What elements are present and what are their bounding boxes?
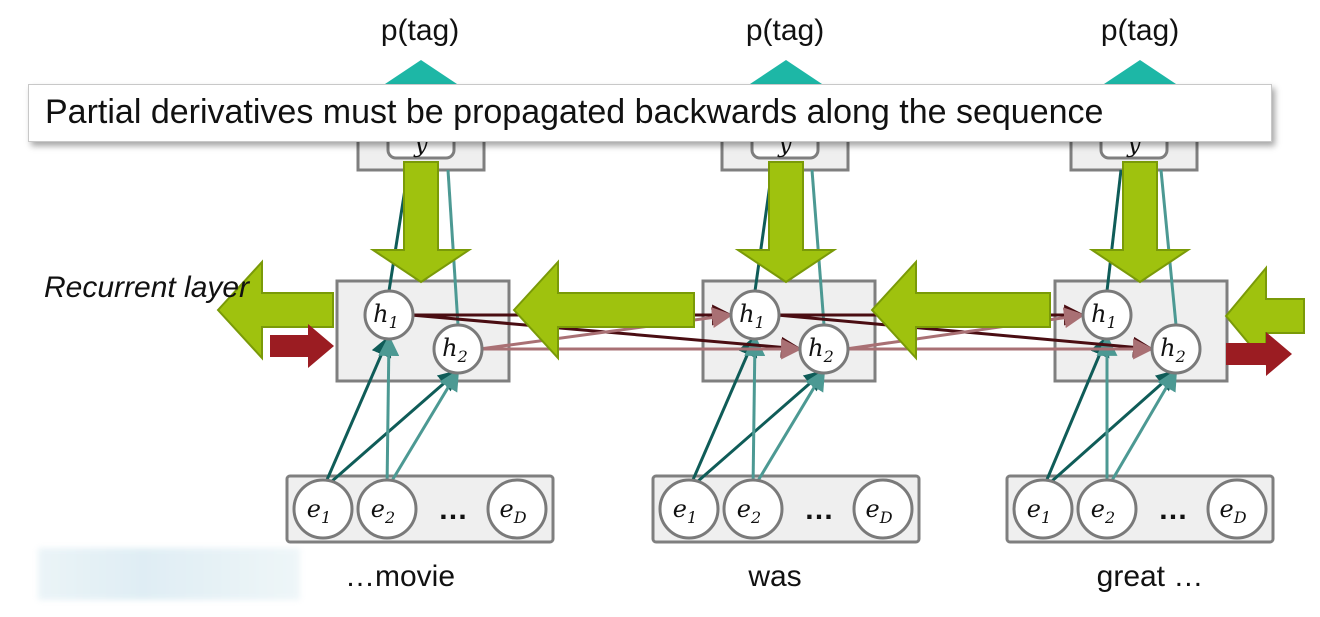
output-edge-h2-3 <box>1159 169 1178 326</box>
output-edge-h2-2 <box>810 169 826 326</box>
embedding-node-e2-3 <box>1076 478 1138 540</box>
embedding-box-3 <box>1005 474 1275 544</box>
embedding-node-label-e1-3-subscript: 1 <box>1041 508 1051 527</box>
embedding-node-label-e2-1-subscript: 2 <box>384 508 395 527</box>
hidden-node-h2-2 <box>798 323 850 375</box>
p-tag-label-2: p(tag) <box>745 14 825 47</box>
output-edge-h2-1 <box>446 169 460 326</box>
input-edge-e1-h2-2 <box>688 369 826 491</box>
gradient-left-arrow-1 <box>512 259 695 361</box>
input-edge-e2-h2-3 <box>1105 369 1178 490</box>
embedding-node-e1-1 <box>292 478 354 540</box>
banner-text: Partial derivatives must be propagated b… <box>45 93 1104 131</box>
hidden-box-3 <box>1053 279 1229 383</box>
embedding-node-e2-1 <box>356 478 418 540</box>
gradient-left-arrow-2 <box>870 259 1051 361</box>
embedding-node-label-eD-2: eD <box>865 495 892 527</box>
embedding-node-label-e2-2-subscript: 2 <box>750 508 761 527</box>
embedding-node-eD-3 <box>1206 478 1268 540</box>
embedding-node-label-e1-2-subscript: 1 <box>687 508 697 527</box>
p-tag-label-3: p(tag) <box>1100 14 1180 47</box>
input-edge-e1-h2-3 <box>1042 369 1178 491</box>
embedding-node-e1-2 <box>658 478 720 540</box>
embedding-node-label-e1-1-subscript: 1 <box>321 508 331 527</box>
gradient-down-arrow-2 <box>734 161 838 284</box>
embedding-node-e2-2 <box>722 478 784 540</box>
embedding-ellipsis-1: … <box>438 493 468 526</box>
embedding-node-label-eD-2-subscript: D <box>879 508 893 527</box>
forward-output-arrow <box>1226 332 1292 376</box>
embedding-node-label-eD-1: eD <box>499 495 526 527</box>
word-label-2: was <box>748 560 802 593</box>
gradient-left-arrow-0 <box>216 259 334 361</box>
embedding-ellipsis-2: … <box>804 493 834 526</box>
embedding-ellipsis-3: … <box>1158 493 1188 526</box>
hidden-node-h2-1 <box>432 323 484 375</box>
input-edge-e1-h2-1 <box>322 369 460 491</box>
hidden-node-label-h2-2-subscript: 2 <box>823 347 834 366</box>
embedding-node-label-eD-1-subscript: D <box>513 508 527 527</box>
word-label-3: great … <box>1096 560 1204 593</box>
embedding-box-2 <box>651 474 921 544</box>
output-triangle-1 <box>385 60 457 84</box>
hidden-node-h2-3 <box>1150 323 1202 375</box>
derivative-banner: Partial derivatives must be propagated b… <box>28 84 1272 142</box>
recurrent-layer-label: Recurrent layer <box>44 271 250 304</box>
hidden-node-h1-1 <box>363 289 415 341</box>
input-edge-e1-h1-1 <box>321 335 392 490</box>
gradient-arrow-layer <box>216 161 1305 376</box>
hidden-node-label-h2-3-subscript: 2 <box>1175 347 1186 366</box>
forward-input-arrow <box>270 324 334 368</box>
hidden-node-h1-3 <box>1081 289 1133 341</box>
p-tag-label-1: p(tag) <box>380 14 460 47</box>
embedding-node-eD-1 <box>486 478 548 540</box>
hidden-node-label-h1-3-subscript: 1 <box>1107 313 1117 332</box>
embedding-box-1 <box>285 474 555 544</box>
embedding-node-e1-3 <box>1012 478 1074 540</box>
blurred-logo <box>38 548 300 600</box>
hidden-box-1 <box>335 279 511 383</box>
embedding-node-label-e2-2: e2 <box>737 495 761 527</box>
input-edge-e1-h1-3 <box>1041 335 1110 490</box>
output-triangle-3 <box>1104 60 1176 84</box>
input-edge-e2-h2-2 <box>751 369 826 490</box>
embedding-node-label-eD-3-subscript: D <box>1233 508 1247 527</box>
input-edge-e2-h1-2 <box>744 334 766 490</box>
hidden-node-label-h2-1-subscript: 2 <box>457 347 468 366</box>
word-label-1: …movie <box>344 560 456 593</box>
gradient-down-arrow-3 <box>1088 161 1192 284</box>
input-edge-e1-h1-2 <box>687 335 758 490</box>
embedding-node-label-e2-3-subscript: 2 <box>1104 508 1115 527</box>
gradient-down-arrow-1 <box>369 161 473 284</box>
hidden-node-label-h1-1-subscript: 1 <box>389 313 399 332</box>
input-edge-e2-h1-1 <box>378 334 400 490</box>
hidden-node-h1-2 <box>729 289 781 341</box>
hidden-node-label-h1-2-subscript: 1 <box>755 313 765 332</box>
hidden-box-2 <box>701 279 877 383</box>
embedding-node-eD-2 <box>852 478 914 540</box>
output-edge-h1-3 <box>1105 169 1123 292</box>
input-edge-e2-h2-1 <box>385 369 460 490</box>
output-triangle-2 <box>750 60 822 84</box>
